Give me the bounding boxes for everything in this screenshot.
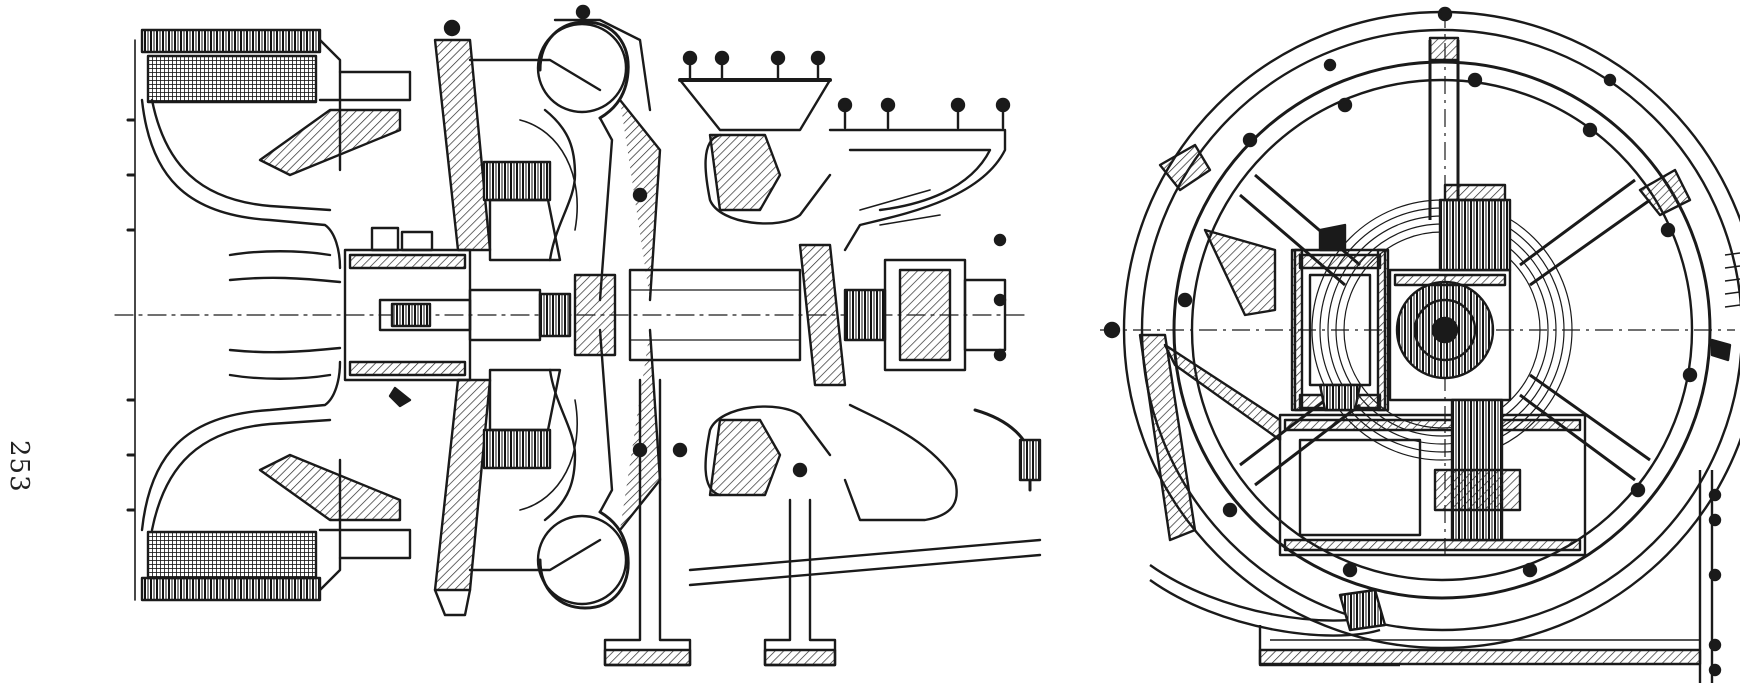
valve-knobs-top: [682, 50, 1011, 130]
section-bolts: [443, 4, 1007, 478]
ring-bolts: [1103, 6, 1698, 578]
bracket-bolts: [1708, 488, 1722, 677]
lower-cooler-block: [140, 576, 322, 602]
scale-ticks: [1724, 252, 1740, 308]
upper-cooler-block: [140, 28, 322, 54]
lower-cooler-core: [146, 530, 318, 580]
longitudinal-section-view: [114, 4, 1042, 667]
bolt-ticks-left: [126, 118, 136, 512]
end-view: [1100, 6, 1740, 683]
upper-cooler-core: [146, 54, 318, 104]
